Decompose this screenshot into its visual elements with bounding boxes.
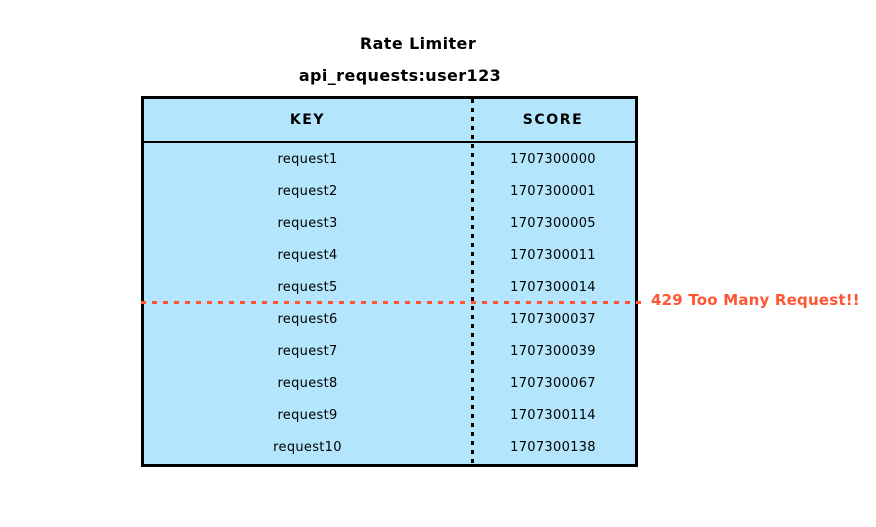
column-header-score: SCORE bbox=[522, 112, 584, 128]
table-row: request9 1707300114 bbox=[144, 399, 635, 431]
cell-score: 1707300005 bbox=[510, 215, 596, 231]
cell-key: request5 bbox=[277, 279, 338, 295]
cell-score: 1707300067 bbox=[510, 375, 596, 391]
cell-key: request1 bbox=[277, 151, 338, 167]
cell-key: request9 bbox=[277, 407, 338, 423]
cell-key: request2 bbox=[277, 183, 338, 199]
rate-limit-error-label: 429 Too Many Request!! bbox=[651, 291, 860, 309]
cell-key: request7 bbox=[277, 343, 338, 359]
rate-limit-cutoff-line bbox=[141, 301, 641, 304]
cell-key: request6 bbox=[277, 311, 338, 327]
cell-score: 1707300039 bbox=[510, 343, 596, 359]
column-header-key: KEY bbox=[289, 112, 326, 128]
cell-key: request8 bbox=[277, 375, 338, 391]
column-divider-dotted-line bbox=[471, 99, 474, 464]
header-separator-rule bbox=[144, 141, 635, 143]
cell-score: 1707300014 bbox=[510, 279, 596, 295]
table-header-row: KEY SCORE bbox=[144, 99, 635, 141]
cell-key: request3 bbox=[277, 215, 338, 231]
cell-key: request10 bbox=[273, 439, 342, 455]
table-row: request5 1707300014 bbox=[144, 271, 635, 303]
cell-key: request4 bbox=[277, 247, 338, 263]
sorted-set-table: KEY SCORE request1 1707300000 request2 1707… bbox=[141, 96, 638, 467]
cell-score: 1707300001 bbox=[510, 183, 596, 199]
table-row: request7 1707300039 bbox=[144, 335, 635, 367]
table-row: request1 1707300000 bbox=[144, 143, 635, 175]
page-title: Rate Limiter bbox=[359, 34, 477, 53]
table-row: request8 1707300067 bbox=[144, 367, 635, 399]
cell-score: 1707300138 bbox=[510, 439, 596, 455]
cell-score: 1707300000 bbox=[510, 151, 596, 167]
cell-score: 1707300037 bbox=[510, 311, 596, 327]
cell-score: 1707300114 bbox=[510, 407, 596, 423]
table-row: request4 1707300011 bbox=[144, 239, 635, 271]
table-row: request2 1707300001 bbox=[144, 175, 635, 207]
table-row: request6 1707300037 bbox=[144, 303, 635, 335]
sorted-set-key-label: api_requests:user123 bbox=[298, 66, 502, 85]
table-row: request3 1707300005 bbox=[144, 207, 635, 239]
cell-score: 1707300011 bbox=[510, 247, 596, 263]
table-row: request10 1707300138 bbox=[144, 431, 635, 463]
